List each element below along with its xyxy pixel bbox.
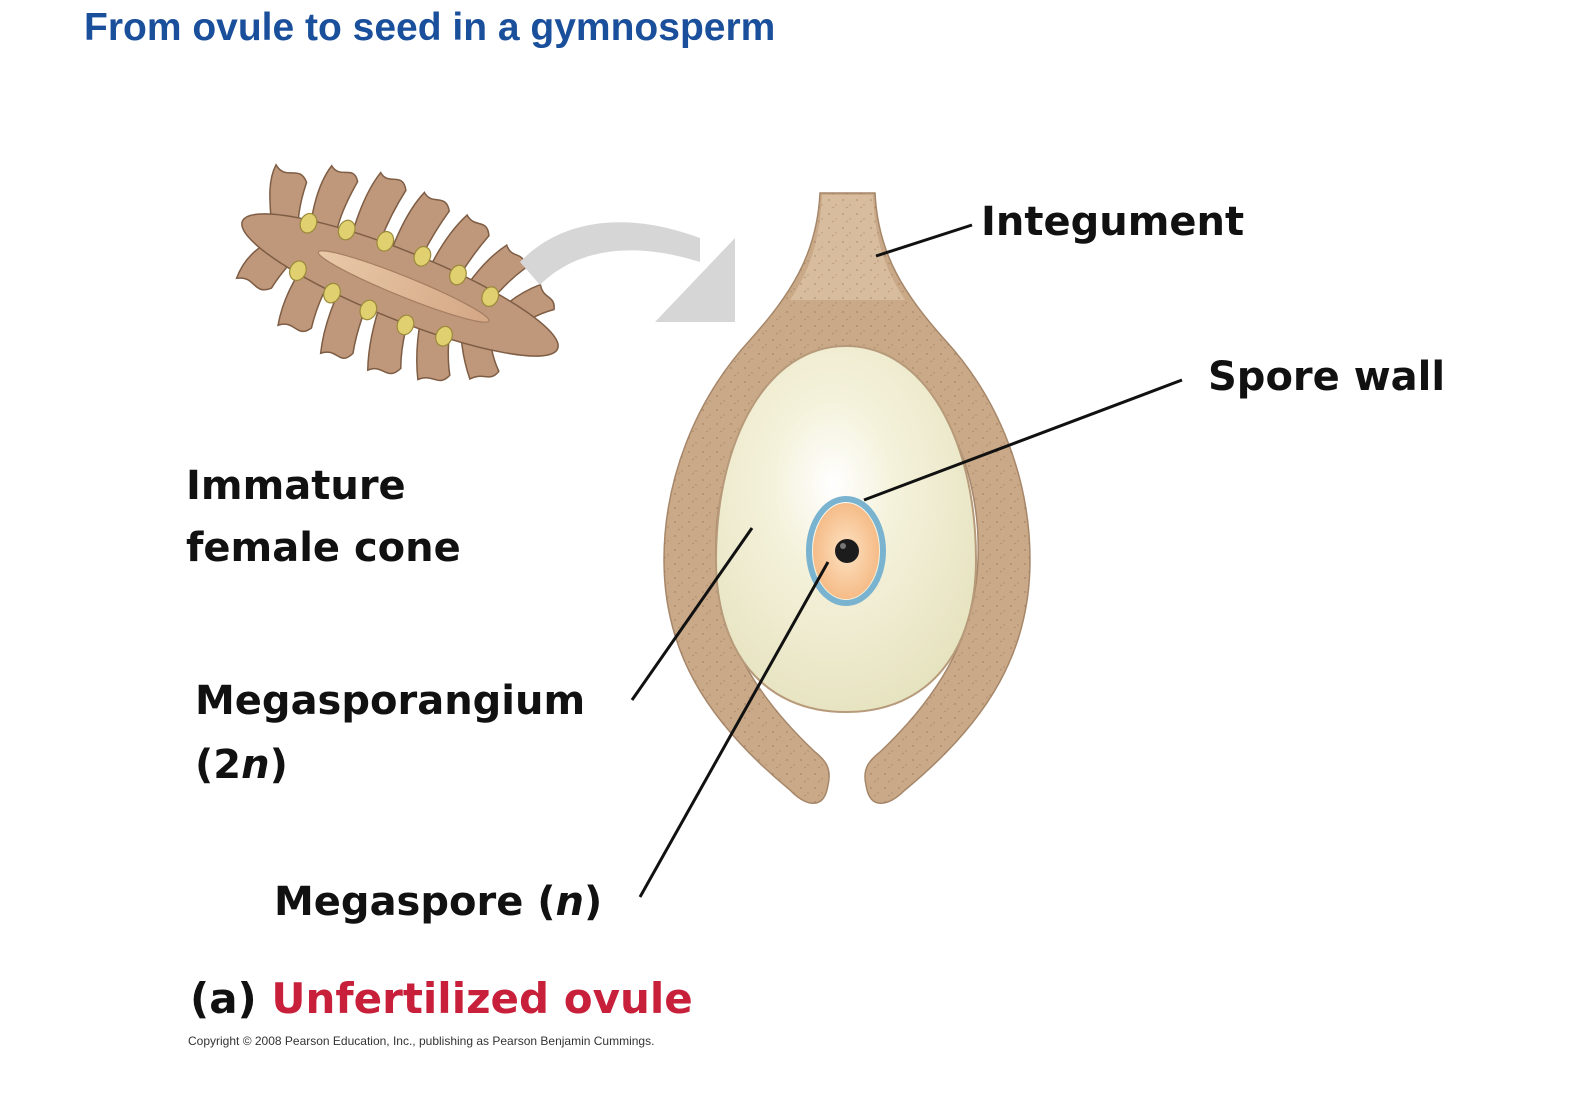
leader-line-megasporangium xyxy=(630,527,754,701)
label-megasporangium-line1: Megasporangium xyxy=(195,678,586,724)
leader-line-spore-wall xyxy=(863,378,1183,502)
caption-text: Unfertilized ovule xyxy=(271,974,693,1023)
label-cone-line2: female cone xyxy=(186,525,461,571)
figure-caption: (a) Unfertilized ovule xyxy=(190,978,693,1020)
label-megasporangium-line2: (2n) xyxy=(195,745,585,785)
label-spore-wall: Spore wall xyxy=(1208,354,1446,400)
immature-cone-illustration xyxy=(235,163,559,382)
copyright-notice: Copyright © 2008 Pearson Education, Inc.… xyxy=(188,1034,655,1048)
label-megaspore-text: Megaspore ( xyxy=(274,879,556,925)
label-cone: Immature female cone xyxy=(186,466,461,568)
label-megaspore-n: n xyxy=(555,879,585,925)
label-megasporangium-close: ) xyxy=(269,742,288,788)
page-title: From ovule to seed in a gymnosperm xyxy=(84,6,776,49)
nucleus-shape xyxy=(835,539,859,563)
leader-line-megaspore xyxy=(638,561,830,898)
leader-line-integument xyxy=(875,223,973,258)
integument-shape xyxy=(663,192,1031,804)
label-megasporangium-n: n xyxy=(241,742,270,788)
arrow-icon xyxy=(520,222,735,322)
label-megaspore-close: ) xyxy=(584,879,603,925)
spore-wall-shape xyxy=(806,496,886,606)
leader-lines xyxy=(630,223,1183,898)
nucleus-highlight xyxy=(840,543,846,549)
caption-prefix: (a) xyxy=(190,974,272,1023)
label-megasporangium-open: (2 xyxy=(195,742,242,788)
label-megasporangium: Megasporangium (2n) xyxy=(195,681,585,785)
label-integument: Integument xyxy=(981,199,1245,245)
label-cone-line1: Immature xyxy=(186,463,406,509)
label-megaspore: Megaspore (n) xyxy=(274,882,602,922)
